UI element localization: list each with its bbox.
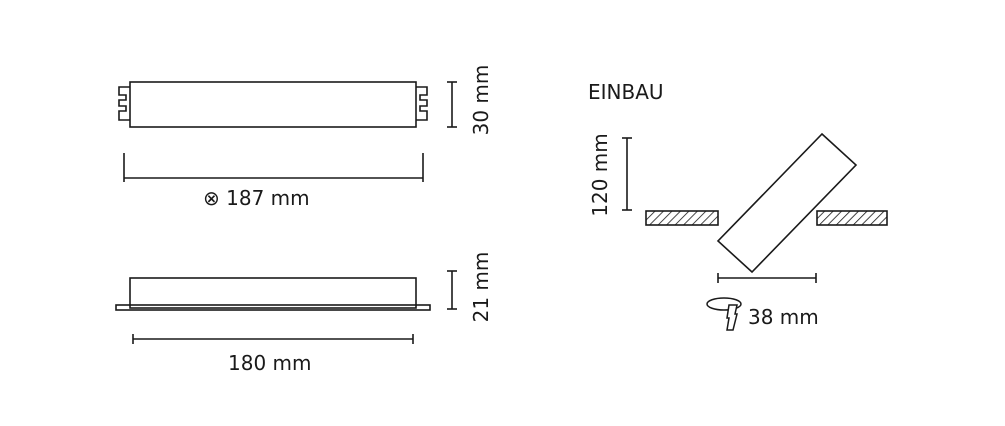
installation-depth-dimension (622, 137, 632, 211)
top-height-label: 30 mm (469, 64, 493, 136)
height-dimension-21 (447, 270, 457, 310)
installation-depth-label: 120 mm (588, 133, 612, 217)
driver-top-view (118, 81, 428, 128)
hole-saw-icon (706, 297, 742, 331)
ceiling-left (645, 210, 719, 226)
length-dimension-180 (132, 334, 414, 344)
ceiling-right (816, 210, 888, 226)
side-height-label: 21 mm (469, 251, 493, 323)
length-dimension-187 (123, 153, 424, 182)
height-dimension-30 (447, 81, 457, 128)
driver-side-view (115, 277, 431, 311)
hole-dimension-38 (717, 273, 817, 283)
top-length-label: ⊗ 187 mm (203, 186, 310, 210)
side-length-label: 180 mm (228, 351, 312, 375)
driver-inserted-at-angle (716, 132, 858, 274)
installation-hole-label: 38 mm (748, 305, 819, 329)
installation-title: EINBAU (588, 80, 664, 104)
